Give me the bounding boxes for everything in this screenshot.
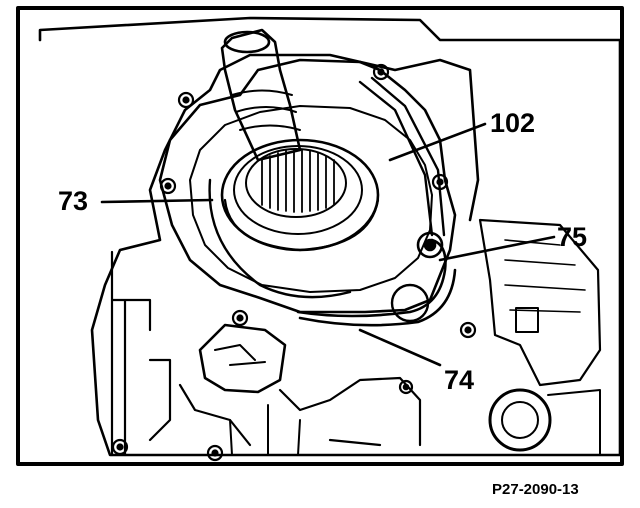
shaft-tip bbox=[223, 30, 271, 54]
output-shaft bbox=[220, 28, 302, 162]
callout-74: 74 bbox=[444, 365, 475, 395]
bearing-base bbox=[223, 198, 380, 252]
leader-75 bbox=[438, 235, 556, 262]
outer-frame bbox=[16, 6, 624, 466]
linkage bbox=[178, 376, 422, 447]
figure-id: P27-2090-13 bbox=[492, 481, 579, 498]
flange-inner bbox=[189, 105, 433, 293]
left-casting bbox=[110, 250, 172, 457]
bearing-mid bbox=[233, 145, 363, 235]
callout-102: 102 bbox=[490, 108, 536, 138]
detent-ball bbox=[390, 283, 430, 323]
guide-rod-side bbox=[370, 76, 446, 237]
guide-pin bbox=[416, 231, 444, 259]
spring-clip bbox=[296, 238, 457, 327]
leader-102 bbox=[388, 122, 487, 162]
sensor-body bbox=[198, 323, 287, 394]
leader-73 bbox=[100, 198, 214, 204]
snap-ring bbox=[208, 178, 352, 299]
callout-75: 75 bbox=[557, 222, 588, 252]
shaft-splines bbox=[261, 149, 335, 213]
shaft-collar bbox=[231, 89, 301, 131]
round-port bbox=[488, 388, 552, 452]
lower-bolts bbox=[111, 379, 414, 462]
right-housing bbox=[478, 218, 602, 387]
guide-rod bbox=[358, 80, 434, 237]
leader-74 bbox=[358, 328, 442, 367]
bolt-block bbox=[515, 307, 539, 333]
flange-plate bbox=[158, 58, 457, 314]
flange-bolts bbox=[159, 63, 477, 339]
bearing-inner bbox=[245, 148, 347, 218]
callout-73: 73 bbox=[58, 186, 89, 216]
housing-outline bbox=[38, 16, 622, 457]
